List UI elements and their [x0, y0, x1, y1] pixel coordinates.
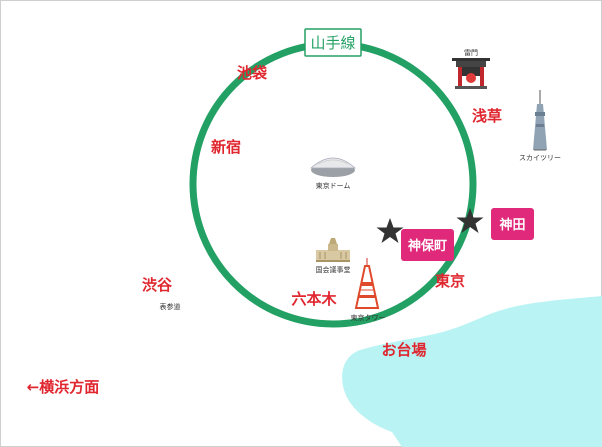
marker-kanda-label: 神田	[499, 217, 525, 233]
marker-jimbocho[interactable]: 神保町	[401, 229, 454, 261]
place-roppongi: 六本木	[291, 290, 337, 308]
kaminarimon-label: 雷門	[464, 49, 478, 57]
diet-building-icon	[316, 238, 350, 262]
skytree-label: スカイツリー	[519, 154, 561, 162]
place-ikebukuro: 池袋	[237, 64, 268, 82]
place-shinjuku: 新宿	[211, 138, 241, 156]
place-shibuya: 渋谷	[142, 276, 173, 294]
place-odaiba: お台場	[381, 341, 426, 359]
kaminarimon-icon	[452, 58, 490, 89]
tokyo-tower-icon	[354, 258, 380, 309]
place-yokohama-direction: ←横浜方面	[27, 378, 100, 396]
star-kanda	[456, 208, 484, 233]
diet-label: 国会議事堂	[316, 265, 351, 274]
skytree-icon	[533, 90, 547, 151]
marker-jimbocho-label: 神保町	[408, 238, 447, 254]
omotesando-label: 表参道	[160, 302, 181, 311]
star-jimbocho	[376, 218, 404, 243]
place-tokyo: 東京	[435, 272, 465, 290]
line-label: 山手線	[304, 28, 362, 57]
marker-kanda[interactable]: 神田	[491, 208, 534, 240]
tokyo-tower-label: 東京タワー	[351, 313, 386, 322]
line-name: 山手線	[310, 34, 355, 52]
tokyo-bay	[342, 296, 602, 447]
tokyo-dome-icon	[309, 157, 357, 177]
tokyo-dome-label: 東京ドーム	[316, 181, 351, 190]
place-asakusa: 浅草	[472, 107, 502, 125]
